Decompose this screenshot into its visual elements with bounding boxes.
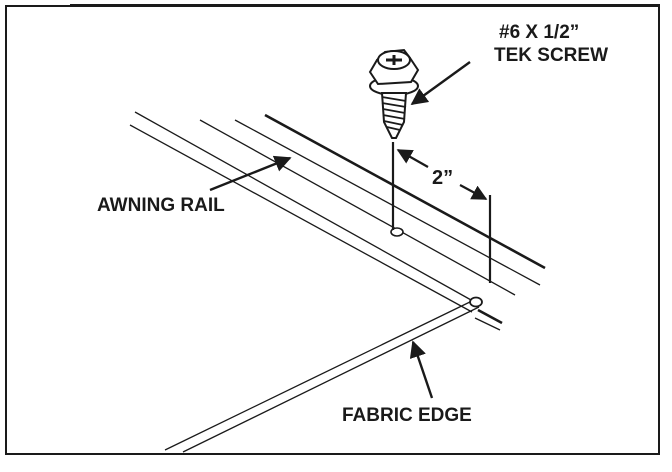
rail-leader-arrow (209, 155, 292, 192)
dimension-arrow-right (459, 184, 488, 200)
rail-line-4 (234, 119, 541, 286)
rail-line-5 (264, 113, 546, 270)
diagram-frame (5, 5, 660, 455)
fabric-leader-arrow (409, 340, 434, 399)
rail-line-7 (474, 317, 501, 331)
screw-type-label: TEK SCREW (494, 45, 608, 66)
fabric-edge-line-2 (182, 306, 480, 453)
fabric-edge (164, 296, 483, 453)
rail-line-3 (199, 119, 516, 296)
screw-leader-arrow (410, 61, 471, 105)
fabric-edge-line-1 (164, 299, 475, 451)
screw-size-label: #6 X 1/2” (499, 22, 579, 43)
awning-rail-label: AWNING RAIL (97, 195, 225, 216)
tek-screw-icon (368, 48, 420, 139)
rail-line-1 (134, 111, 481, 306)
dimension-arrow-left (396, 149, 429, 168)
awning-rail (129, 111, 546, 331)
dimension-label: 2” (432, 167, 453, 189)
fabric-edge-label: FABRIC EDGE (342, 405, 472, 426)
rail-line-6 (477, 308, 503, 325)
rail-line-2 (129, 124, 473, 313)
fabric-edge-bead (469, 296, 483, 308)
